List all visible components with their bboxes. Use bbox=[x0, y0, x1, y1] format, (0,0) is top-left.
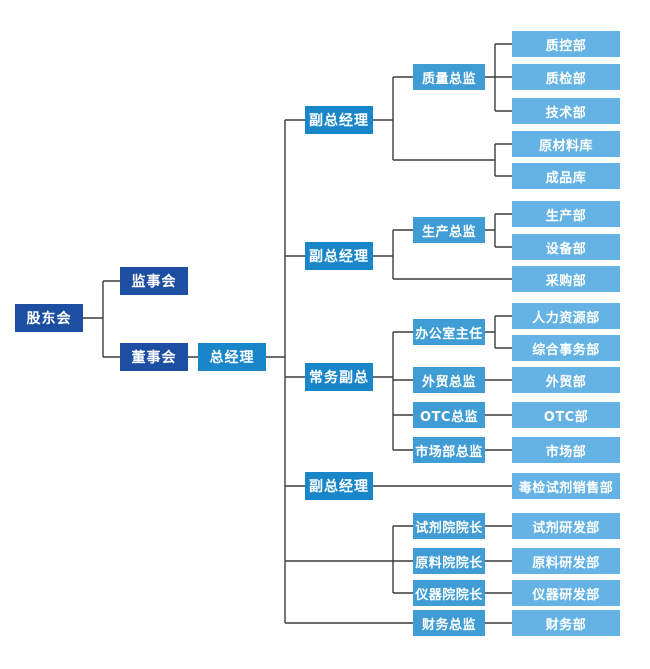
org-node-hr-dept: 人力资源部 bbox=[512, 303, 620, 329]
org-node-otc-dept: OTC部 bbox=[512, 402, 620, 428]
org-node-raw-material-warehouse: 原材料库 bbox=[512, 131, 620, 157]
org-node-general-manager: 总经理 bbox=[198, 343, 266, 371]
org-node-equipment-dept: 设备部 bbox=[512, 234, 620, 260]
org-node-quality-inspection-dept: 质检部 bbox=[512, 64, 620, 90]
org-node-marketing-director: 市场部总监 bbox=[413, 437, 485, 463]
org-node-quality-director: 质量总监 bbox=[413, 64, 485, 90]
org-node-quality-control-dept: 质控部 bbox=[512, 31, 620, 57]
org-node-raw-material-institute-dean: 原料院院长 bbox=[413, 548, 485, 574]
org-node-executive-deputy-gm: 常务副总 bbox=[305, 363, 373, 391]
org-node-finance-dept: 财务部 bbox=[512, 610, 620, 636]
org-node-foreign-trade-director: 外贸总监 bbox=[413, 367, 485, 393]
org-node-general-affairs-dept: 综合事务部 bbox=[512, 335, 620, 361]
org-node-drug-test-reagent-sales-dept: 毒检试剂销售部 bbox=[512, 473, 620, 499]
org-node-reagent-rd-dept: 试剂研发部 bbox=[512, 513, 620, 539]
org-node-deputy-gm-2: 副总经理 bbox=[305, 242, 373, 270]
connector-group bbox=[83, 43, 512, 624]
org-node-finance-director: 财务总监 bbox=[413, 610, 485, 636]
org-node-raw-material-rd-dept: 原料研发部 bbox=[512, 548, 620, 574]
org-node-production-dept: 生产部 bbox=[512, 201, 620, 227]
org-node-marketing-dept: 市场部 bbox=[512, 437, 620, 463]
org-node-supervisory-board: 监事会 bbox=[120, 267, 188, 295]
org-node-shareholders: 股东会 bbox=[15, 304, 83, 332]
org-node-board-of-directors: 董事会 bbox=[120, 343, 188, 371]
org-node-technology-dept: 技术部 bbox=[512, 98, 620, 124]
org-node-foreign-trade-dept: 外贸部 bbox=[512, 367, 620, 393]
org-node-deputy-gm-1: 副总经理 bbox=[305, 106, 373, 134]
org-node-reagent-institute-dean: 试剂院院长 bbox=[413, 513, 485, 539]
org-node-production-director: 生产总监 bbox=[413, 217, 485, 243]
org-node-office-director: 办公室主任 bbox=[413, 319, 485, 345]
org-node-instrument-institute-dean: 仪器院院长 bbox=[413, 580, 485, 606]
org-node-instrument-rd-dept: 仪器研发部 bbox=[512, 580, 620, 606]
org-node-purchasing-dept: 采购部 bbox=[512, 266, 620, 292]
org-node-deputy-gm-3: 副总经理 bbox=[305, 472, 373, 500]
org-node-finished-goods-warehouse: 成品库 bbox=[512, 163, 620, 189]
org-node-otc-director: OTC总监 bbox=[413, 402, 485, 428]
